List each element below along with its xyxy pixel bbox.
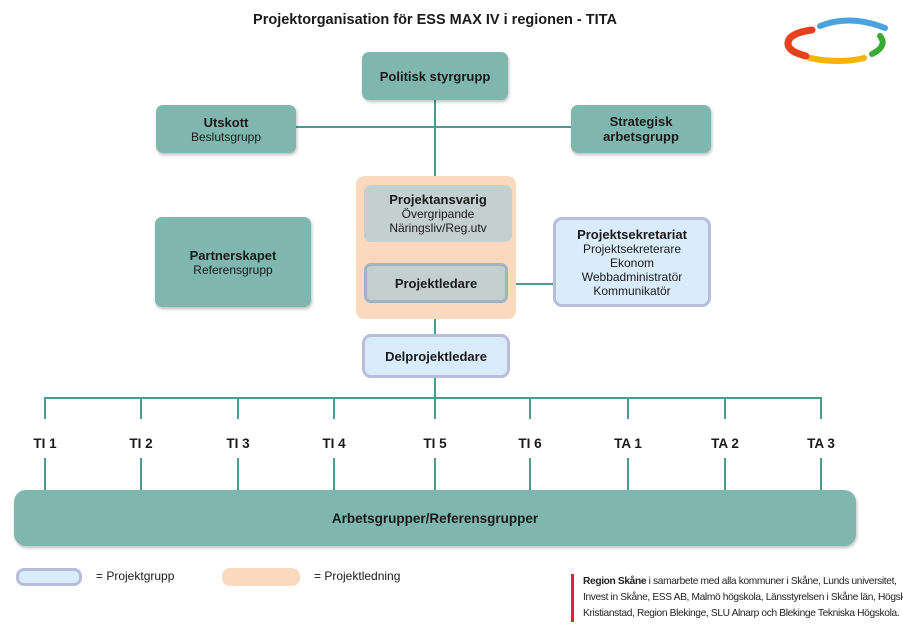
footer-line1-rest: i samarbete med alla kommuner i Skåne, L… (646, 576, 897, 587)
connector-sekretariat (510, 283, 555, 285)
subproject-label: TI 2 (129, 436, 153, 451)
node-partnerskapet: Partnerskapet Referensgrupp (155, 217, 311, 307)
node-projektledare: Projektledare (364, 263, 508, 303)
page-title: Projektorganisation för ESS MAX IV i reg… (253, 12, 617, 28)
subproject-label: TI 4 (322, 436, 346, 451)
node-arbetsgrupper: Arbetsgrupper/Referensgrupper (14, 490, 856, 546)
node-strategisk-line1: Strategisk (609, 114, 673, 129)
legend-swatch-projektgrupp (16, 568, 82, 586)
connector-horizontal-bus (44, 397, 822, 399)
node-arbetsgrupper-label: Arbetsgrupper/Referensgrupper (331, 510, 539, 526)
node-projektansvarig-sub1: Övergripande (401, 207, 475, 221)
subproject-label: TA 3 (807, 436, 835, 451)
node-projektsekretariat: Projektsekretariat Projektsekreterare Ek… (553, 217, 711, 307)
footer-org: Region Skåne (583, 576, 647, 587)
legend-label-projektgrupp: = Projektgrupp (96, 569, 175, 583)
footer-line1: Region Skåne i samarbete med alla kommun… (583, 574, 903, 590)
region-skane-swirl-logo (784, 17, 888, 64)
subproject-label: TI 3 (226, 436, 250, 451)
node-projektansvarig: Projektansvarig Övergripande Näringsliv/… (364, 185, 512, 242)
legend-swatch-projektledning (222, 568, 300, 586)
connector-horizontal-top (296, 126, 572, 128)
footer-line2: Invest in Skåne, ESS AB, Malmö högskola,… (583, 592, 903, 603)
connector-vertical-middle (434, 304, 436, 334)
subproject-label: TI 1 (33, 436, 57, 451)
legend-label-projektledning: = Projektledning (314, 569, 401, 583)
footer-partners: Region Skåne i samarbete med alla kommun… (571, 574, 903, 622)
node-strategisk-line2: arbetsgrupp (603, 129, 679, 144)
node-projektledare-label: Projektledare (394, 275, 478, 291)
footer-line3: Kristianstad, Region Blekinge, SLU Alnar… (583, 608, 900, 619)
node-politisk-styrgrupp-label: Politisk styrgrupp (379, 68, 491, 84)
node-utskott: Utskott Beslutsgrupp (156, 105, 296, 153)
node-delprojektledare: Delprojektledare (362, 334, 510, 378)
node-partnerskapet-label: Partnerskapet (189, 247, 277, 263)
node-partnerskapet-sub: Referensgrupp (193, 262, 273, 277)
node-utskott-sub: Beslutsgrupp (190, 129, 262, 144)
node-delprojektledare-label: Delprojektledare (385, 348, 487, 364)
node-sekretariat-item: Ekonom (609, 255, 655, 270)
node-projektansvarig-sub2: Näringsliv/Reg.utv (389, 221, 487, 235)
connector-vertical-bottom (434, 378, 436, 398)
subproject-label: TA 2 (711, 436, 739, 451)
node-sekretariat-item: Webbadministratör (581, 269, 683, 284)
subproject-label: TI 5 (423, 436, 447, 451)
node-strategisk-arbetsgrupp: Strategisk arbetsgrupp (571, 105, 711, 153)
node-utskott-label: Utskott (203, 114, 249, 130)
subproject-label: TA 1 (614, 436, 642, 451)
node-sekretariat-item: Projektsekreterare (582, 241, 682, 256)
node-politisk-styrgrupp: Politisk styrgrupp (362, 52, 508, 100)
subproject-label: TI 6 (518, 436, 542, 451)
connector-vertical-top (434, 98, 436, 178)
node-projektsekretariat-label: Projektsekretariat (577, 226, 687, 242)
node-sekretariat-item: Kommunikatör (593, 283, 671, 298)
node-projektansvarig-label: Projektansvarig (389, 192, 487, 207)
